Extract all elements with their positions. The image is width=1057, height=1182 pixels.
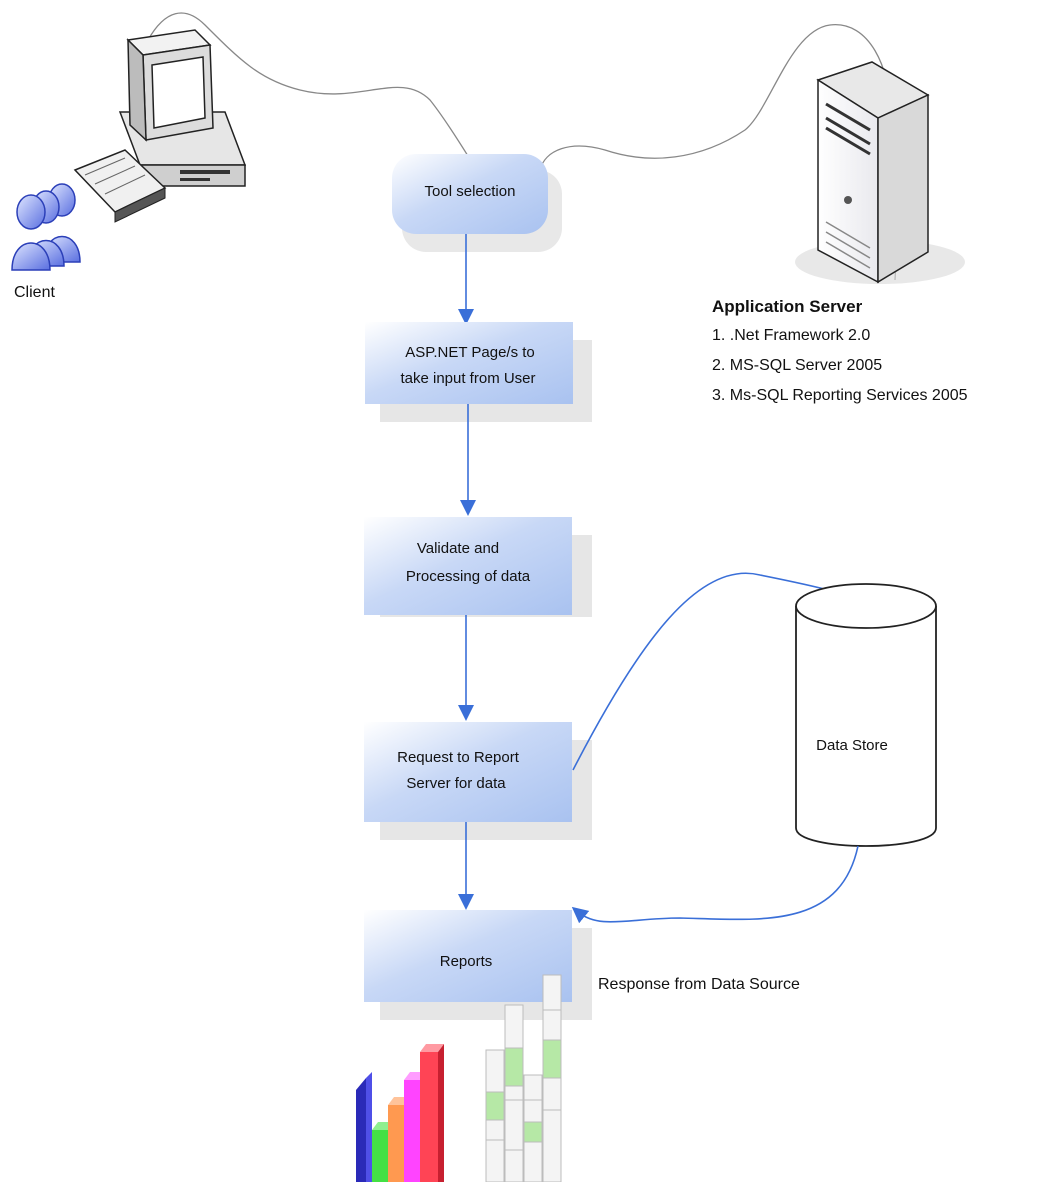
client-cable bbox=[147, 12, 481, 176]
computer-icon bbox=[73, 29, 247, 223]
asp-page-box: ASP.NET Page/s to take input from User bbox=[365, 322, 592, 422]
request-box: Request to Report Server for data bbox=[364, 722, 592, 840]
request-label: Server for data bbox=[406, 775, 506, 792]
app-server-item: 2. MS-SQL Server 2005 bbox=[712, 357, 882, 374]
table-icon bbox=[485, 974, 562, 1182]
request-label: Request to Report bbox=[397, 749, 520, 766]
validate-label: Processing of data bbox=[406, 568, 531, 585]
asp-page-label: ASP.NET Page/s to bbox=[405, 344, 535, 361]
asp-page-label: take input from User bbox=[400, 370, 535, 387]
server-icon bbox=[795, 61, 965, 284]
app-server-item: 1. .Net Framework 2.0 bbox=[712, 327, 870, 344]
app-server-item: 3. Ms-SQL Reporting Services 2005 bbox=[712, 387, 968, 404]
response-arrow bbox=[571, 845, 859, 924]
response-label: Response from Data Source bbox=[598, 976, 800, 993]
client-label: Client bbox=[14, 284, 55, 301]
data-store-cylinder: Data Store bbox=[795, 583, 937, 847]
data-store-label: Data Store bbox=[816, 737, 888, 754]
validate-label: Validate and bbox=[417, 540, 499, 557]
users-icon bbox=[11, 183, 81, 271]
app-server-title: Application Server bbox=[712, 297, 863, 316]
tool-selection-box: Tool selection bbox=[392, 154, 562, 252]
tool-selection-label: Tool selection bbox=[425, 183, 516, 200]
validate-box: Validate and Processing of data bbox=[364, 517, 592, 617]
reports-label: Reports bbox=[440, 953, 493, 970]
bar-chart-icon bbox=[356, 1044, 444, 1182]
